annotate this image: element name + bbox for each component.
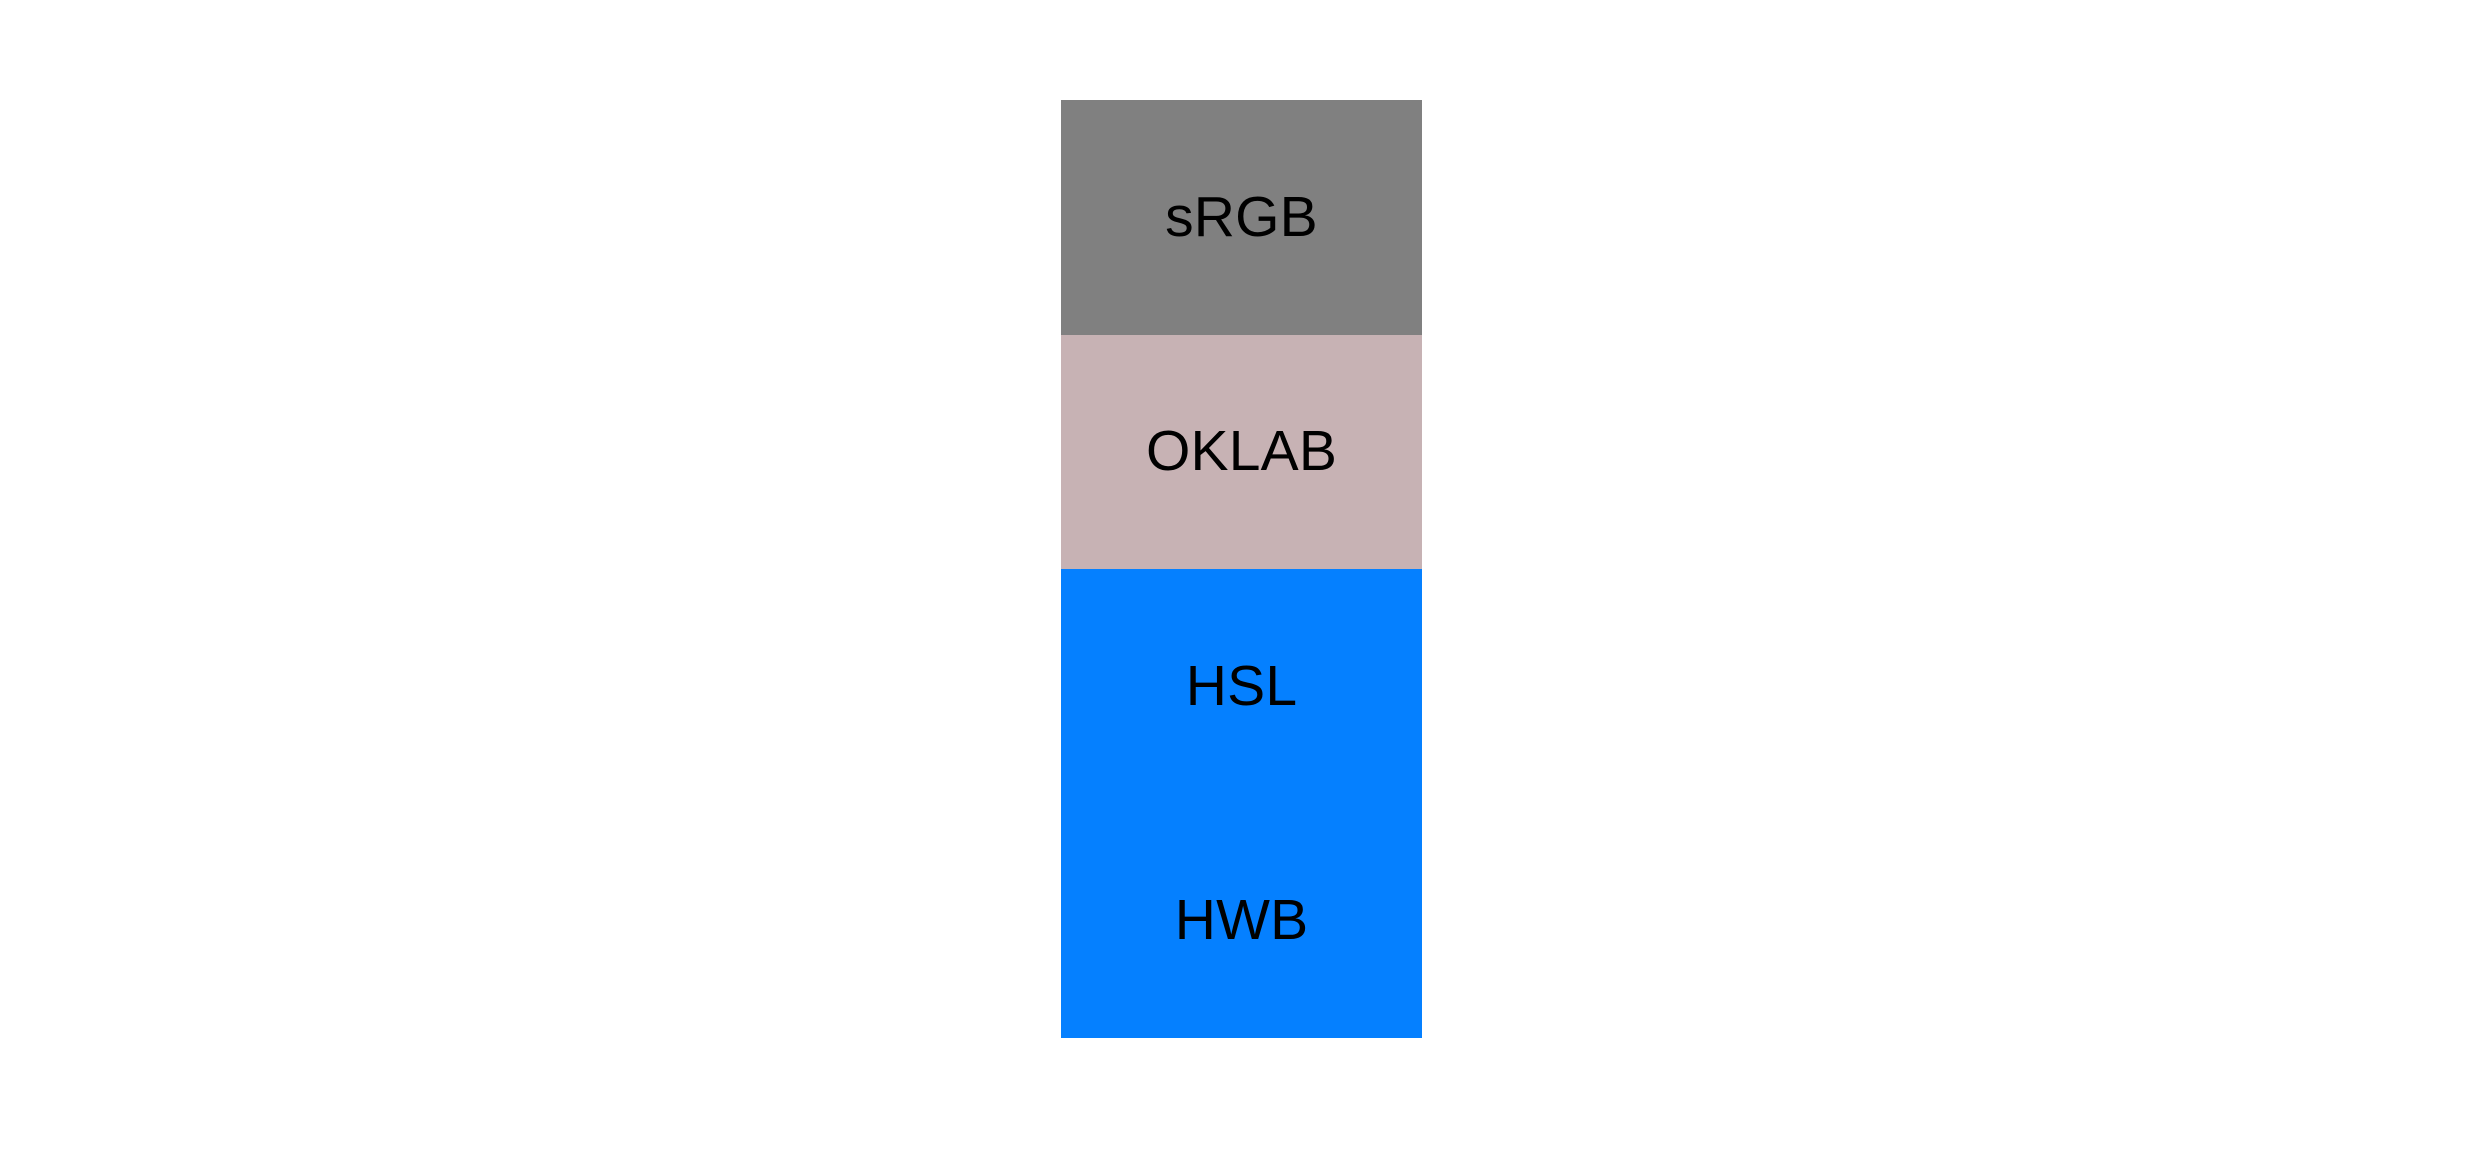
swatch-label-hsl: HSL [1185,653,1298,718]
swatch-row-hsl: HSL [1061,569,1422,804]
swatch-label-srgb: sRGB [1165,184,1318,249]
color-space-swatch-stack: sRGB OKLAB HSL HWB [1061,100,1422,1038]
swatch-row-oklab: OKLAB [1061,334,1422,569]
swatch-row-hwb: HWB [1061,803,1422,1038]
swatch-label-oklab: OKLAB [1145,419,1338,484]
swatch-row-srgb: sRGB [1061,100,1422,335]
swatch-label-hwb: HWB [1174,888,1309,953]
